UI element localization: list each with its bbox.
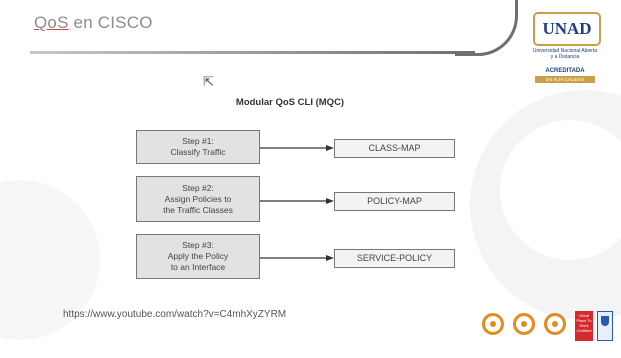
slide-title: QoS en CISCO: [34, 13, 153, 33]
unad-logo: UNAD Universidad Nacional Abierta y a Di…: [525, 8, 605, 92]
step-1-box: Step #1: Classify Traffic: [136, 130, 260, 164]
service-policy-box: SERVICE-POLICY: [334, 249, 455, 268]
class-map-box: CLASS-MAP: [334, 139, 455, 158]
policy-map-box: POLICY-MAP: [334, 192, 455, 211]
arrow-2: [260, 198, 334, 204]
slide-title-rest: en CISCO: [68, 13, 153, 32]
background-circle-inner: [500, 120, 621, 260]
logo-accreditation: ACREDITADA: [545, 68, 585, 74]
great-place-to-work-badge: Great Place To Work Certified: [575, 311, 593, 341]
header-divider: [30, 51, 475, 54]
logo-subtitle: Universidad Nacional Abierta y a Distanc…: [532, 48, 598, 60]
step-2-box: Step #2: Assign Policies to the Traffic …: [136, 176, 260, 222]
icontec-badge-icon: [482, 313, 504, 335]
icontec-badge-icon: [513, 313, 535, 335]
arrow-3: [260, 255, 334, 261]
step-3-box: Step #3: Apply the Policy to an Interfac…: [136, 234, 260, 279]
arrow-1: [260, 145, 334, 151]
logo-name: UNAD: [533, 12, 601, 46]
logo-accreditation-sub: EN ALTA CALIDAD: [535, 76, 595, 83]
shield-badge-icon: [597, 311, 613, 341]
diagram-title: Modular QoS CLI (MQC): [235, 97, 345, 108]
slide-title-qos: QoS: [34, 13, 69, 32]
youtube-link[interactable]: https://www.youtube.com/watch?v=C4mhXyZY…: [63, 309, 287, 320]
header-curve: [455, 0, 518, 56]
mouse-cursor-icon: ⇱: [203, 74, 214, 89]
icontec-badge-icon: [544, 313, 566, 335]
